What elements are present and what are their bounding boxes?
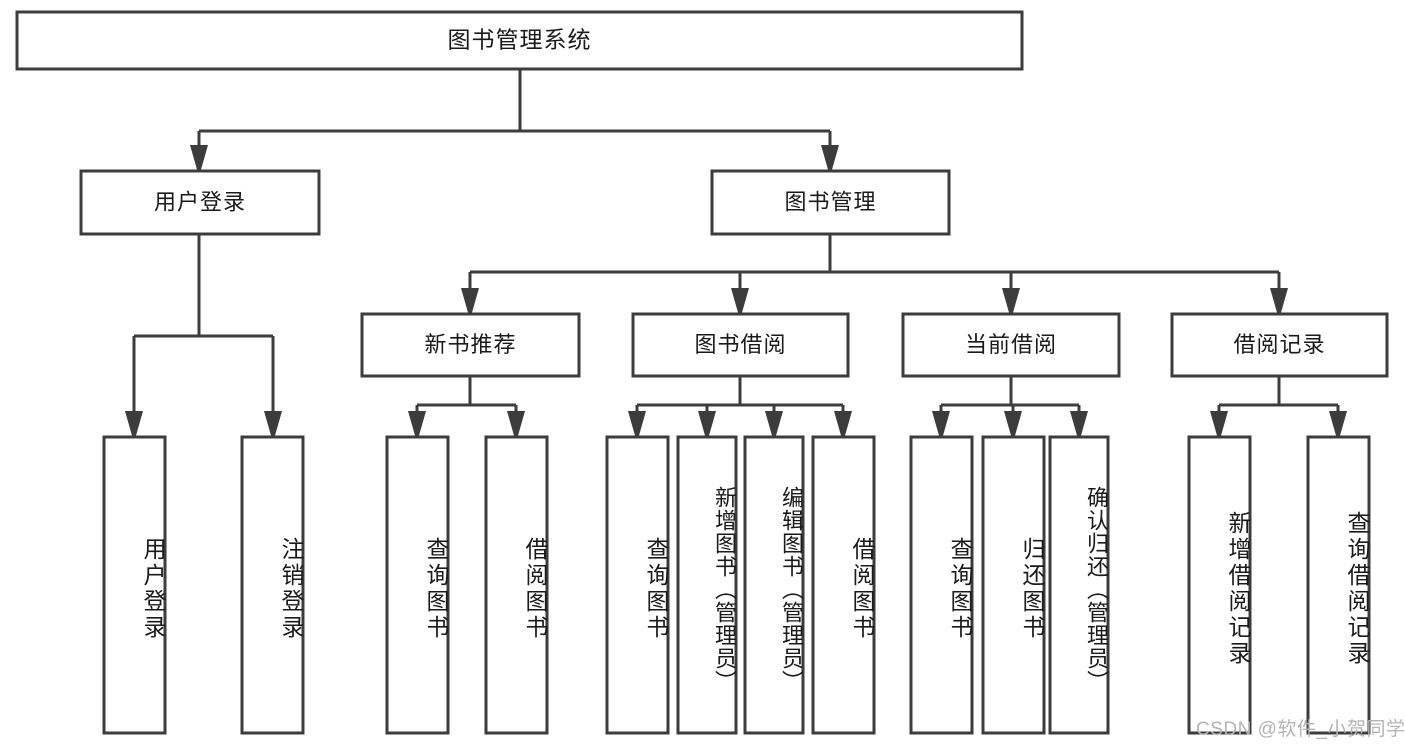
node-l2-用户登录-label: 用户登录 [154, 189, 246, 214]
leaf-node-box-6 [743, 435, 805, 735]
edge-userlogin-to-leaves-0-arrowhead [125, 411, 143, 437]
leaf-node-box-5 [676, 435, 738, 735]
leaf-node-box-0 [102, 435, 167, 735]
leaf-node-box-1 [240, 435, 305, 735]
edge-borrowrecord-to-leaves-0-arrowhead [1210, 411, 1228, 437]
edge-currentborrow-to-leaves-0-arrowhead [932, 411, 950, 437]
node-l2-图书管理-box [710, 169, 951, 236]
leaf-node-5[interactable] [676, 435, 738, 735]
leaf-node-box-12 [1306, 435, 1371, 735]
node-l3-当前借阅-box [901, 312, 1121, 378]
edge-bookmgmt-to-level3-2-arrowhead [1002, 288, 1020, 314]
node-root-图书管理系统-label: 图书管理系统 [448, 27, 592, 53]
leaf-node-10[interactable] [1048, 435, 1110, 735]
edge-bookmgmt-to-level3-1-arrowhead [731, 288, 749, 314]
node-l3-新书推荐[interactable]: 新书推荐 [360, 312, 581, 378]
leaf-node-12[interactable] [1306, 435, 1371, 735]
node-root-图书管理系统[interactable]: 图书管理系统 [15, 10, 1024, 71]
edge-currentborrow-to-leaves-1-arrowhead [1004, 411, 1022, 437]
edge-currentborrow-to-leaves-2-arrowhead [1070, 411, 1088, 437]
leaf-node-box-8 [909, 435, 974, 735]
edge-bookmgmt-to-level3-3-arrowhead [1270, 288, 1288, 314]
leaf-node-9[interactable] [981, 435, 1046, 735]
node-l3-图书借阅[interactable]: 图书借阅 [631, 312, 850, 378]
node-l3-图书借阅-box [631, 312, 850, 378]
node-l2-图书管理-label: 图书管理 [784, 189, 876, 214]
leaf-node-box-4 [605, 435, 670, 735]
leaf-node-6[interactable] [743, 435, 805, 735]
leaf-node-box-2 [385, 435, 450, 735]
edge-newbook-to-leaves-1-arrowhead [507, 411, 525, 437]
node-root-图书管理系统-box [15, 10, 1024, 71]
edge-userlogin-to-leaves-1-arrowhead [264, 411, 282, 437]
node-l3-借阅记录-box [1170, 312, 1389, 378]
leaf-node-box-9 [981, 435, 1046, 735]
leaf-node-3[interactable] [484, 435, 549, 735]
edge-newbook-to-leaves-0-arrowhead [408, 411, 426, 437]
connectors-layer [125, 69, 1347, 437]
leaf-node-4[interactable] [605, 435, 670, 735]
leaf-node-box-7 [811, 435, 876, 735]
csdn-watermark: CSDN @软件_小贺同学 [1196, 719, 1405, 740]
edge-root-to-level2-1-arrowhead [821, 145, 839, 171]
node-l2-图书管理[interactable]: 图书管理 [710, 169, 951, 236]
leaf-node-0[interactable] [102, 435, 167, 735]
leaf-node-box-11 [1187, 435, 1252, 735]
node-l3-借阅记录-label: 借阅记录 [1233, 332, 1325, 357]
node-l3-新书推荐-label: 新书推荐 [424, 332, 516, 357]
edge-bookborrow-to-leaves-3-arrowhead [834, 411, 852, 437]
edge-bookborrow-to-leaves-2-arrowhead [765, 411, 783, 437]
edge-bookborrow-to-leaves-1-arrowhead [698, 411, 716, 437]
node-l3-图书借阅-label: 图书借阅 [694, 332, 786, 357]
leaf-node-7[interactable] [811, 435, 876, 735]
edge-borrowrecord-to-leaves-1-arrowhead [1329, 411, 1347, 437]
leaf-node-1[interactable] [240, 435, 305, 735]
edge-bookmgmt-to-level3-0-arrowhead [461, 288, 479, 314]
node-l3-当前借阅[interactable]: 当前借阅 [901, 312, 1121, 378]
node-l3-借阅记录[interactable]: 借阅记录 [1170, 312, 1389, 378]
leaf-node-8[interactable] [909, 435, 974, 735]
leaf-node-2[interactable] [385, 435, 450, 735]
leaf-node-box-3 [484, 435, 549, 735]
node-l3-新书推荐-box [360, 312, 581, 378]
leaf-node-11[interactable] [1187, 435, 1252, 735]
edge-root-to-level2-0-arrowhead [190, 145, 208, 171]
node-l2-用户登录[interactable]: 用户登录 [79, 169, 321, 236]
node-l3-当前借阅-label: 当前借阅 [965, 332, 1057, 357]
node-l2-用户登录-box [79, 169, 321, 236]
edge-bookborrow-to-leaves-0-arrowhead [628, 411, 646, 437]
leaf-node-box-10 [1048, 435, 1110, 735]
